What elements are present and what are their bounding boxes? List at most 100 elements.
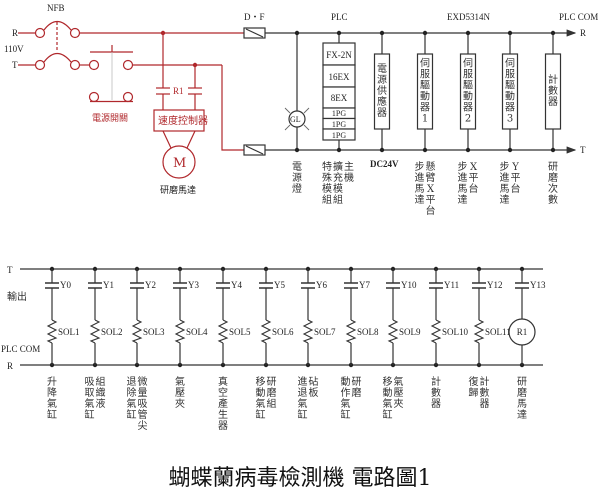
out-label-output: 輸出 xyxy=(7,290,27,303)
lamp-caption: 電源燈 xyxy=(292,161,302,195)
solenoid-coil xyxy=(473,319,485,344)
plc-module-label: 8EX xyxy=(331,93,348,103)
nfb-arc-r xyxy=(43,20,72,31)
junction-dot xyxy=(192,62,198,68)
plc-caption: 擴充模組 xyxy=(333,160,343,206)
junction-dot xyxy=(550,147,556,153)
lamp-symbol: GL xyxy=(290,115,301,124)
df-fuses xyxy=(243,27,266,156)
load-label: SOL1 xyxy=(58,327,80,337)
label-t: T xyxy=(12,60,18,70)
plc-stack xyxy=(322,33,356,150)
junction-dot xyxy=(465,147,471,153)
junction-dot xyxy=(336,147,342,153)
fuse-r-slash xyxy=(245,28,264,38)
nfb-terminal xyxy=(34,27,46,39)
branch-caption: 組織液 xyxy=(96,375,106,410)
branch-caption: 吸取氣缸 xyxy=(85,377,95,421)
out-label-plc-com: PLC COM xyxy=(1,344,40,354)
plc-caption: 特殊模組 xyxy=(322,161,332,206)
bus-t-label: T xyxy=(580,145,586,155)
motor-lead xyxy=(162,130,172,149)
fuse-t-slash xyxy=(245,145,264,155)
load-label: SOL8 xyxy=(357,327,379,337)
branch-caption: 微量吸管尖 xyxy=(138,375,148,432)
branch-caption: 計數器 xyxy=(480,375,490,410)
branch-caption: 氣壓夾 xyxy=(394,375,404,410)
plc-module-label: FX-2N xyxy=(326,50,352,60)
plc-caption: 主機 xyxy=(344,161,354,184)
solenoid-coil xyxy=(46,319,58,344)
label-nfb: NFB xyxy=(47,3,65,13)
device-box xyxy=(373,53,391,130)
load-label: R1 xyxy=(517,327,528,337)
out-label-t: T xyxy=(7,265,13,275)
device-box xyxy=(501,53,519,130)
nfb-terminal xyxy=(34,59,46,71)
device-box xyxy=(459,53,477,130)
contact-label: Y2 xyxy=(145,280,156,290)
nfb-arc-t xyxy=(43,52,72,63)
contact-label: Y13 xyxy=(530,280,546,290)
load-label: SOL5 xyxy=(229,327,251,337)
label-dc24v: DC24V xyxy=(370,159,399,169)
branch-caption: 退除氣缸 xyxy=(127,376,137,421)
switch-terminal xyxy=(88,59,100,71)
load-label: SOL4 xyxy=(186,327,208,337)
junction-dot xyxy=(422,30,428,36)
nfb-terminal xyxy=(69,59,81,71)
t-line-to-df xyxy=(221,65,244,151)
header-plc-com: PLC COM xyxy=(559,12,598,22)
contact-label: Y1 xyxy=(103,280,114,290)
branch-caption: 升降氣缸 xyxy=(47,376,57,421)
bus-r-label: R xyxy=(580,28,586,38)
label-speed-controller: 速度控制器 xyxy=(158,114,208,127)
load-label: SOL6 xyxy=(272,327,294,337)
branch-caption: 復歸 xyxy=(469,375,479,399)
lamp-ray xyxy=(284,124,291,131)
label-r: R xyxy=(12,28,18,38)
switch-terminal xyxy=(122,91,134,103)
contact-label: Y7 xyxy=(359,280,370,290)
label-power-switch: 電源開關 xyxy=(92,113,128,123)
label-motor: 研磨馬達 xyxy=(160,184,196,195)
device-caption: 步進馬達 xyxy=(500,161,510,206)
solenoid-coil xyxy=(430,319,442,344)
speed-controller-box xyxy=(153,109,205,132)
branch-caption: 研磨馬達 xyxy=(517,376,527,421)
load-label: SOL9 xyxy=(399,327,421,337)
contact-label: Y11 xyxy=(444,280,459,290)
branch-caption: 真空產生器 xyxy=(218,375,228,432)
branch-caption: 研磨 xyxy=(352,376,362,399)
junction-dot xyxy=(507,147,513,153)
lamp-circle xyxy=(288,110,306,128)
branch-caption: 研磨組 xyxy=(267,376,277,410)
contact-label: Y0 xyxy=(60,280,71,290)
junction-dot xyxy=(379,147,385,153)
solenoid-coil xyxy=(345,319,357,344)
main-bus xyxy=(265,29,577,154)
contact-label: Y5 xyxy=(274,280,285,290)
solenoid-coil xyxy=(302,319,314,344)
device-box-label: 計數器 xyxy=(548,73,558,108)
branch-caption: 氣壓夾 xyxy=(175,375,185,410)
diagram-title: 蝴蝶蘭病毒檢測機 電路圖1 xyxy=(169,466,432,491)
lamp-ray xyxy=(303,124,310,131)
junction-dot xyxy=(294,147,300,153)
junction-dot xyxy=(550,30,556,36)
branch-caption: 移動氣缸 xyxy=(256,375,266,421)
device-box xyxy=(416,53,434,130)
